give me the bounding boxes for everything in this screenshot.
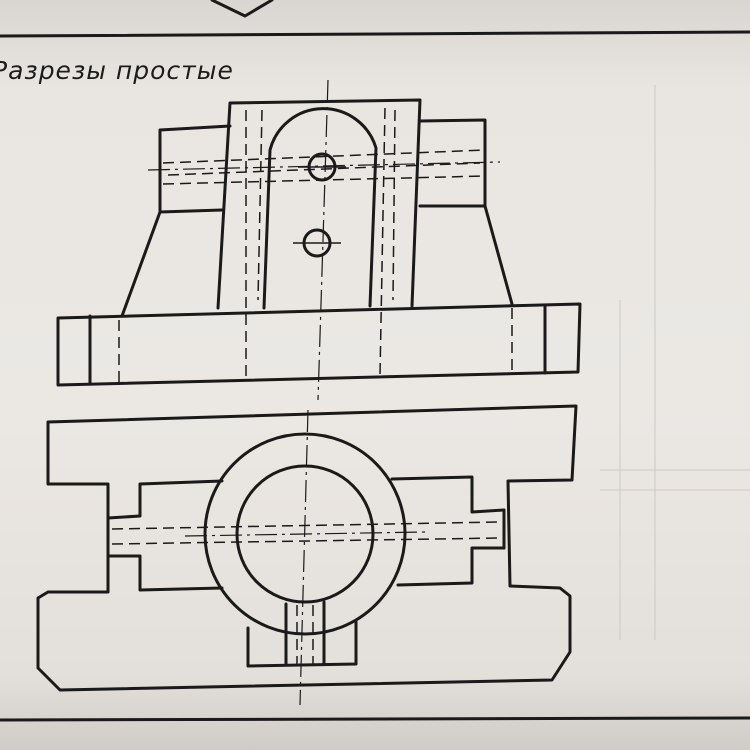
left-rib-outline <box>120 124 232 318</box>
hidden-line-right-inner <box>379 107 386 376</box>
footer-rule <box>0 716 750 722</box>
front-view <box>56 79 582 401</box>
top-view-horizontal-axis <box>184 531 426 537</box>
bore-hidden-line-bottom <box>162 175 486 185</box>
inner-bore-circle <box>235 464 375 604</box>
hidden-line-left-wall <box>257 109 263 301</box>
right-rib-outline <box>418 118 514 306</box>
bore-hidden-line-mid <box>167 162 481 176</box>
front-view-vertical-axis <box>317 79 329 401</box>
bottom-lug <box>246 620 358 668</box>
top-bore-hidden-upper <box>111 521 501 530</box>
hidden-line-right-wall <box>392 109 396 301</box>
left-boss-top <box>106 479 224 520</box>
left-boss-bottom <box>158 208 224 214</box>
rounded-slot-outline <box>262 107 378 310</box>
page-heading: Разрезы простые <box>0 56 234 85</box>
top-view <box>36 404 578 706</box>
front-view-base-plate <box>56 302 582 387</box>
bore-hidden-line-top <box>162 149 486 164</box>
front-view-horizontal-axis <box>147 161 501 171</box>
top-view-vertical-axis <box>299 409 309 706</box>
previous-figure-fragment <box>210 0 274 18</box>
background-page-lines <box>600 85 750 640</box>
outer-boss-circle <box>203 432 407 636</box>
left-boss-bottom-edge <box>106 554 224 592</box>
header-rule <box>0 30 750 38</box>
top-bore-hidden-lower <box>111 537 501 545</box>
right-boss-top <box>390 475 506 514</box>
right-boss-bottom-edge <box>396 546 506 587</box>
central-body-outline <box>216 98 422 310</box>
